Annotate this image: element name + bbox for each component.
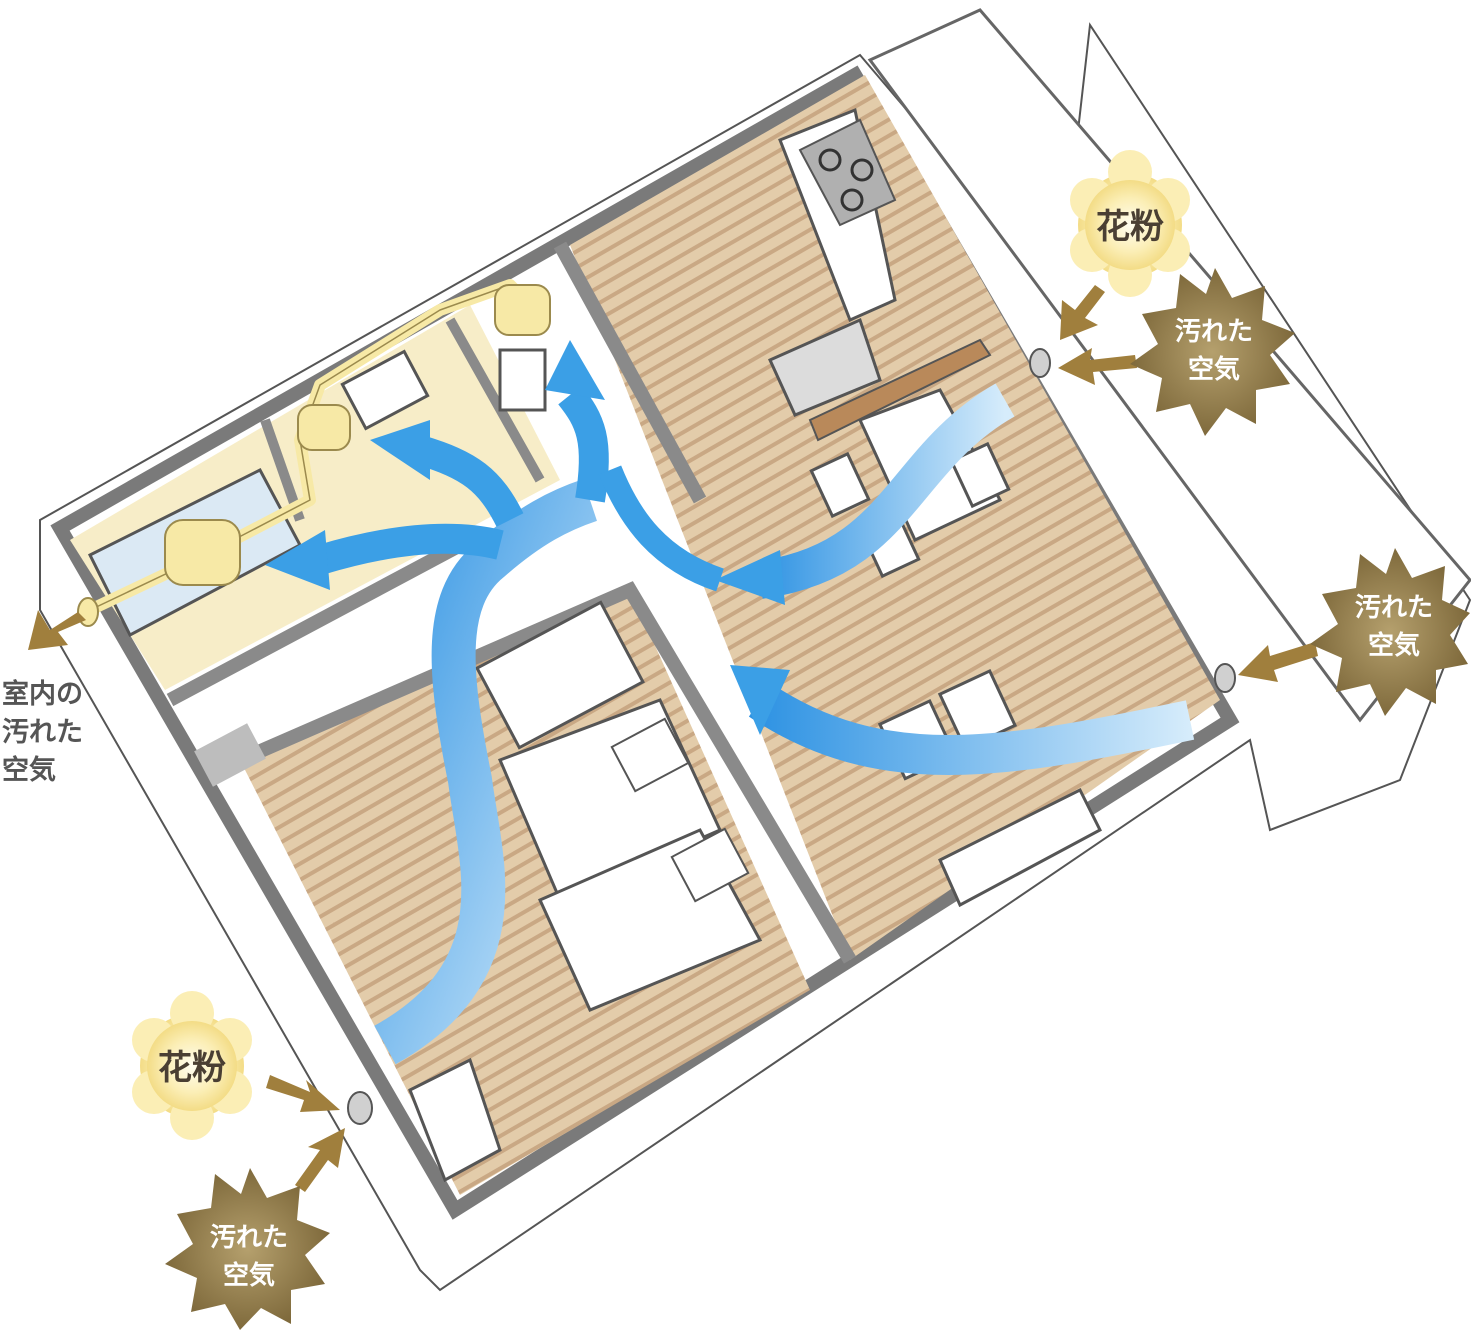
- building: [39, 8, 1471, 1292]
- dirty-air-star-right-top: 汚れた 空気: [1130, 268, 1295, 436]
- pointer-arrows: [28, 285, 1318, 1192]
- dirty-air-label-line2: 空気: [1188, 354, 1240, 385]
- exhaust-fan-wash: [297, 404, 351, 451]
- vent-kitchen: [1029, 348, 1051, 378]
- sofa: [938, 787, 1102, 908]
- stove: [798, 118, 897, 227]
- airflow-to-toilet: [558, 385, 609, 503]
- airflow-wash-arrowhead: [370, 420, 430, 480]
- wardrobe: [475, 600, 645, 750]
- exhaust-duct: [77, 279, 551, 627]
- wall-vents: [347, 348, 1236, 1125]
- pillow-1: [610, 717, 690, 793]
- airflow-living-arrowhead: [730, 665, 790, 735]
- indoor-dirty-air-line3: 空気: [2, 755, 56, 786]
- dirty-air-label-line2: 空気: [1368, 630, 1420, 661]
- pollen-bubble-right: 花粉: [1070, 150, 1190, 297]
- airflow-toilet-arrowhead: [545, 340, 605, 400]
- toilet: [498, 348, 547, 412]
- dirty-air-label-line1: 汚れた: [210, 1223, 288, 1253]
- interior-wall-5: [445, 317, 545, 483]
- airflow-trunk: [598, 465, 725, 592]
- hallway-closet: [194, 723, 266, 787]
- pointer-arrow-exhaust: [28, 610, 86, 650]
- pollen-cloud-part: [1085, 180, 1175, 270]
- airflow-bath-arrowhead: [265, 530, 330, 590]
- burner-3-icon: [840, 188, 864, 212]
- pointer-arrow-dirty-right: [1058, 348, 1137, 385]
- pillow-2: [670, 827, 750, 903]
- chair-1: [809, 451, 871, 519]
- pollen-bubble-left: 花粉: [132, 991, 252, 1140]
- exhaust-fan-bath: [164, 519, 241, 586]
- airflow-bedroom-inlet: [373, 479, 598, 1065]
- airflow-arrows: [265, 340, 1195, 1065]
- dirty-air-label-line1: 汚れた: [1175, 317, 1253, 347]
- dirty-air-star-left: 汚れた 空気: [165, 1168, 330, 1330]
- indoor-dirty-air-line2: 汚れた: [2, 717, 83, 748]
- vent-living: [1214, 663, 1236, 693]
- airflow-to-wash: [415, 435, 524, 527]
- pointer-arrow-dirty-right-2: [1238, 642, 1318, 682]
- pointer-arrow-dirty-left: [295, 1128, 345, 1192]
- indoor-dirty-air-label: 室内の 汚れた 空気: [2, 676, 83, 790]
- indoor-dirty-air-line1: 室内の: [2, 679, 83, 710]
- pointer-arrow-pollen-left: [266, 1075, 340, 1112]
- kitchen-sink: [768, 317, 882, 417]
- vent-bedroom: [347, 1091, 373, 1125]
- starburst-shape: [1310, 548, 1470, 716]
- pointer-arrow-pollen-right: [1060, 285, 1105, 340]
- interior-wall-1: [553, 241, 707, 504]
- dirty-air-label-line1: 汚れた: [1355, 593, 1433, 623]
- airflow-kitchen-inlet: [757, 383, 1015, 599]
- burner-2-icon: [850, 158, 874, 182]
- interior-wall-3: [166, 533, 474, 707]
- airflow-to-bath: [315, 523, 504, 575]
- pollen-cloud-part: [147, 1021, 237, 1111]
- dirty-air-label-line2: 空気: [223, 1260, 275, 1291]
- exhaust-fan-toilet: [494, 284, 551, 336]
- chair-3: [949, 441, 1011, 509]
- counter-top: [808, 338, 992, 442]
- desk: [408, 1057, 502, 1183]
- airflow-kitchen-arrowhead: [715, 550, 785, 605]
- starburst-shape: [1130, 268, 1295, 436]
- pollen-label-right: 花粉: [1096, 207, 1164, 247]
- starburst-shape: [165, 1168, 330, 1330]
- pollen-label-left: 花粉: [158, 1048, 226, 1088]
- interior-wall-2: [237, 581, 857, 964]
- washbasin: [340, 349, 430, 431]
- burner-1-icon: [818, 148, 842, 172]
- airflow-living-inlet: [748, 683, 1195, 775]
- dirty-air-star-right-bottom: 汚れた 空気: [1310, 548, 1470, 716]
